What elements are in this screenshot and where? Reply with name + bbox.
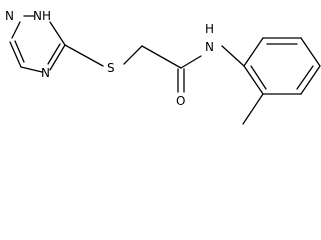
bond-s-ch2 xyxy=(123,45,143,65)
atom-sulfur: S xyxy=(107,61,115,75)
bond-c-n-bottom xyxy=(20,66,43,73)
bond-n-c-ring xyxy=(49,44,66,71)
bond-ar-6-inner xyxy=(250,65,267,90)
bond-c-s xyxy=(64,44,104,67)
bond-ar-1 xyxy=(243,37,264,67)
atom-amide-h: H xyxy=(205,22,214,36)
triazole-ring xyxy=(9,15,66,73)
molecule-diagram: N NH N S O H N xyxy=(5,9,321,125)
bond-ar-4 xyxy=(300,65,321,95)
atom-carbonyl-oxygen: O xyxy=(176,94,185,108)
bond-n-c-left-double-inner xyxy=(14,40,25,63)
benzene-ring xyxy=(242,37,321,125)
atom-labels: N NH N S O H N xyxy=(5,9,214,108)
bond-ar-3 xyxy=(300,37,321,67)
atom-n-top-left: N xyxy=(5,9,14,23)
atom-nh-ring: NH xyxy=(33,9,51,23)
chain xyxy=(64,44,245,93)
bond-ar-4-inner xyxy=(296,65,314,90)
atom-amide-n: N xyxy=(205,40,214,54)
bond-c-n-top xyxy=(11,21,21,39)
atom-n-bottom: N xyxy=(41,66,50,80)
bond-c-nh xyxy=(49,21,66,46)
bond-nh-aryl xyxy=(221,45,245,67)
bond-co-nh xyxy=(180,55,202,69)
bond-n-c-ring-double-inner xyxy=(47,43,61,65)
bond-ar-6 xyxy=(243,65,264,95)
bond-n-c-left-double xyxy=(9,41,22,68)
bond-methyl xyxy=(242,93,264,125)
bond-ch2-co xyxy=(141,45,182,69)
